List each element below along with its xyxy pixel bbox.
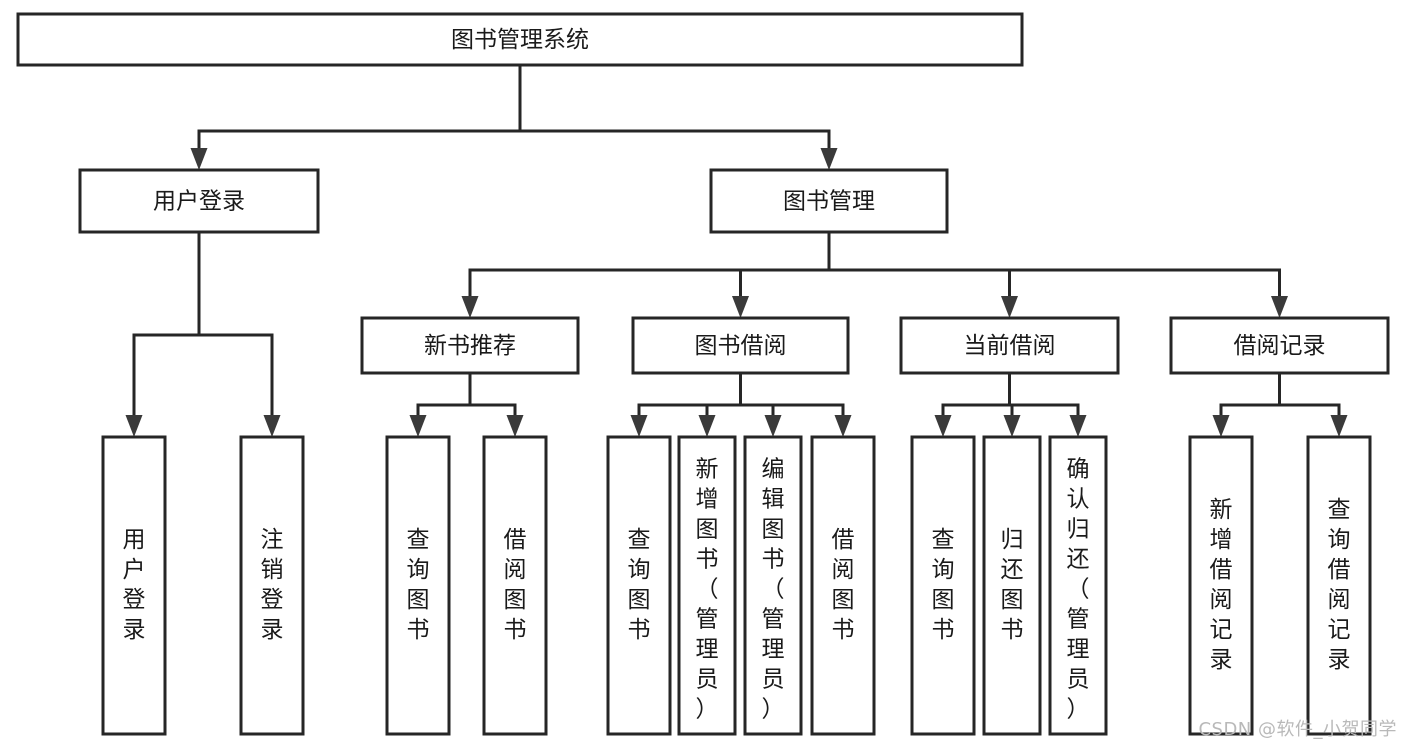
node-n7[interactable]: 用户登录 <box>101 435 167 736</box>
node-box-n18[interactable] <box>1188 435 1254 736</box>
node-label-n10: 借阅图书 <box>504 527 527 643</box>
node-label-n7: 用户登录 <box>123 527 146 643</box>
node-n5[interactable]: 当前借阅 <box>899 316 1120 375</box>
node-box-n9[interactable] <box>385 435 451 736</box>
node-box-n3[interactable] <box>360 316 580 375</box>
arrow-head-n12 <box>698 415 716 437</box>
node-box-n12[interactable] <box>677 435 737 736</box>
node-n2[interactable]: 图书管理 <box>709 168 949 234</box>
arrow-head-n15 <box>934 415 952 437</box>
node-box-n2[interactable] <box>709 168 949 234</box>
connector-layer <box>125 63 1348 437</box>
arrow-head-n7 <box>125 415 143 437</box>
node-label-n1: 用户登录 <box>153 189 245 215</box>
node-n11[interactable]: 查询图书 <box>606 435 672 736</box>
node-box-n5[interactable] <box>899 316 1120 375</box>
node-box-n6[interactable] <box>1169 316 1390 375</box>
node-label-n3: 新书推荐 <box>424 333 516 359</box>
node-n3[interactable]: 新书推荐 <box>360 316 580 375</box>
node-label-n2: 图书管理 <box>783 189 875 215</box>
arrow-head-n9 <box>409 415 427 437</box>
node-n12[interactable]: 新增图书（管理员） <box>677 435 737 736</box>
node-box-n11[interactable] <box>606 435 672 736</box>
arrow-head-n16 <box>1003 415 1021 437</box>
node-label-n5: 当前借阅 <box>964 333 1056 359</box>
arrow-head-n5 <box>1001 296 1018 318</box>
node-label-n6: 借阅记录 <box>1234 333 1326 359</box>
node-box-n14[interactable] <box>810 435 876 736</box>
node-n17[interactable]: 确认归还（管理员） <box>1048 435 1108 736</box>
node-box-n8[interactable] <box>239 435 305 736</box>
arrow-head-n10 <box>506 415 524 437</box>
node-label-n16: 归还图书 <box>1001 527 1024 643</box>
node-box-n16[interactable] <box>982 435 1042 736</box>
arrow-head-n17 <box>1069 415 1087 437</box>
node-label-n13: 编辑图书（管理员） <box>762 457 785 723</box>
node-n1[interactable]: 用户登录 <box>78 168 320 234</box>
node-n18[interactable]: 新增借阅记录 <box>1188 435 1254 736</box>
arrow-head-n18 <box>1212 415 1230 437</box>
node-label-n0: 图书管理系统 <box>451 27 589 53</box>
node-label-n19: 查询借阅记录 <box>1328 497 1351 673</box>
node-label-n18: 新增借阅记录 <box>1210 497 1233 673</box>
node-label-n9: 查询图书 <box>407 527 430 643</box>
arrow-head-n11 <box>630 415 648 437</box>
node-label-n14: 借阅图书 <box>832 527 855 643</box>
node-box-n0[interactable] <box>16 12 1024 67</box>
node-label-n4: 图书借阅 <box>695 333 787 359</box>
node-n16[interactable]: 归还图书 <box>982 435 1042 736</box>
node-label-n17: 确认归还（管理员） <box>1067 457 1090 723</box>
node-n6[interactable]: 借阅记录 <box>1169 316 1390 375</box>
node-box-n1[interactable] <box>78 168 320 234</box>
node-box-n4[interactable] <box>631 316 850 375</box>
node-layer: 图书管理系统用户登录图书管理新书推荐图书借阅当前借阅借阅记录用户登录注销登录查询… <box>16 12 1390 736</box>
arrow-head-n8 <box>263 415 281 437</box>
node-n19[interactable]: 查询借阅记录 <box>1306 435 1372 736</box>
node-n14[interactable]: 借阅图书 <box>810 435 876 736</box>
node-box-n19[interactable] <box>1306 435 1372 736</box>
node-box-n13[interactable] <box>743 435 803 736</box>
arrow-head-n4 <box>732 296 749 318</box>
node-box-n10[interactable] <box>482 435 548 736</box>
node-label-n11: 查询图书 <box>628 527 651 643</box>
node-n4[interactable]: 图书借阅 <box>631 316 850 375</box>
arrow-head-n19 <box>1330 415 1348 437</box>
node-label-n15: 查询图书 <box>932 527 955 643</box>
node-n0[interactable]: 图书管理系统 <box>16 12 1024 67</box>
node-label-n12: 新增图书（管理员） <box>696 457 719 723</box>
node-box-n7[interactable] <box>101 435 167 736</box>
node-box-n15[interactable] <box>910 435 976 736</box>
node-n10[interactable]: 借阅图书 <box>482 435 548 736</box>
arrow-head-n3 <box>461 296 479 318</box>
arrow-head-n2 <box>820 148 838 170</box>
arrow-head-n14 <box>834 415 852 437</box>
node-n8[interactable]: 注销登录 <box>239 435 305 736</box>
node-n13[interactable]: 编辑图书（管理员） <box>743 435 803 736</box>
node-box-n17[interactable] <box>1048 435 1108 736</box>
arrow-head-n6 <box>1271 296 1288 318</box>
node-label-n8: 注销登录 <box>261 527 284 643</box>
node-n9[interactable]: 查询图书 <box>385 435 451 736</box>
arrow-head-n13 <box>764 415 782 437</box>
node-n15[interactable]: 查询图书 <box>910 435 976 736</box>
arrow-head-n1 <box>190 148 208 170</box>
